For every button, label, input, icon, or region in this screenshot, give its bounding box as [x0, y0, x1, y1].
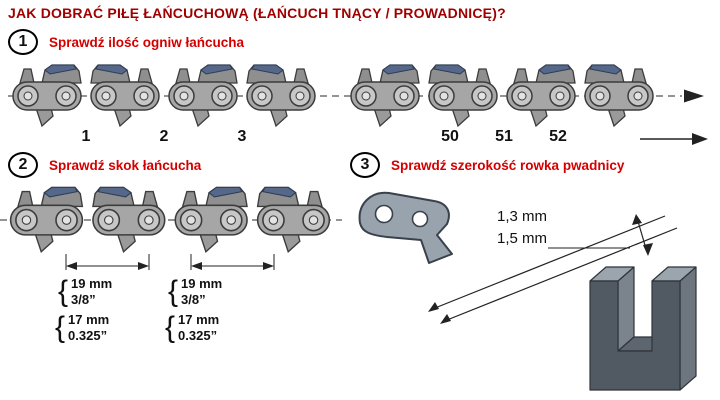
pitch-mm: 19 mm	[181, 276, 223, 291]
chain-right-illustration	[346, 58, 658, 130]
step1-label: Sprawdź ilość ogniw łańcucha	[49, 34, 245, 50]
step3-label: Sprawdź szerokość rowka pwadnicy	[391, 157, 625, 173]
pitch-measurement: { 17 mm 0.325”	[165, 312, 219, 343]
step3-header: 3 Sprawdź szerokość rowka pwadnicy	[350, 152, 624, 178]
drive-link-icon	[358, 191, 453, 264]
pitch-measurement: { 19 mm 3/8”	[168, 276, 222, 307]
link-number: 3	[237, 128, 247, 145]
step2-badge: 2	[8, 152, 38, 178]
step3-badge: 3	[350, 152, 380, 178]
link-number: 51	[495, 128, 513, 145]
numbers-continuation-arrow	[640, 133, 708, 145]
brace: {	[165, 311, 176, 345]
pitch-dimension-lines	[65, 254, 275, 270]
pitch-inch: 3/8”	[71, 291, 96, 307]
groove-width-illustration	[358, 191, 697, 391]
guide-bar-groove-icon	[589, 266, 697, 391]
chain-left-illustration	[8, 58, 320, 130]
link-number: 2	[159, 128, 169, 145]
link-number: 1	[81, 128, 91, 145]
brace: {	[55, 311, 66, 345]
step1-header: 1 Sprawdź ilość ogniw łańcucha	[8, 29, 244, 55]
pitch-mm: 17 mm	[178, 312, 220, 327]
brace: {	[168, 275, 179, 309]
pitch-mm: 17 mm	[68, 312, 110, 327]
pitch-measurement: { 17 mm 0.325”	[55, 312, 109, 343]
pitch-inch: 3/8”	[181, 291, 206, 307]
step2-label: Sprawdź skok łańcucha	[49, 157, 202, 173]
pitch-inch: 0.325”	[68, 327, 108, 343]
step1-badge: 1	[8, 29, 38, 55]
pitch-inch: 0.325”	[178, 327, 218, 343]
chain2-centerline	[0, 219, 342, 221]
chain-pitch-illustration	[5, 180, 335, 256]
link-number: 50	[441, 128, 459, 145]
link-number: 52	[549, 128, 567, 145]
pitch-measurement: { 19 mm 3/8”	[58, 276, 112, 307]
groove-width-value: 1,5 mm	[497, 230, 548, 247]
brace: {	[58, 275, 69, 309]
pitch-mm: 19 mm	[71, 276, 113, 291]
groove-dimension-lines	[428, 214, 678, 324]
page-title: JAK DOBRAĆ PIŁĘ ŁAŃCUCHOWĄ (ŁAŃCUCH TNĄC…	[8, 5, 506, 21]
groove-width-value: 1,3 mm	[497, 208, 548, 225]
step2-header: 2 Sprawdź skok łańcucha	[8, 152, 201, 178]
